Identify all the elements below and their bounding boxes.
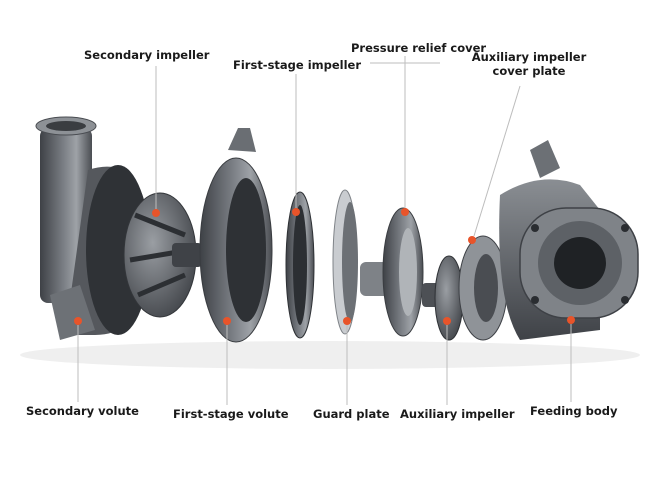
label-pressure-relief-cover: Pressure relief cover [351,41,487,55]
marker-first-stage-volute [223,317,231,325]
marker-secondary-impeller [152,209,160,217]
label-first-stage-impeller: First-stage impeller [233,58,362,72]
auxiliary-impeller-part [422,255,464,341]
marker-guard-plate [343,317,351,325]
guard-plate-part [332,189,358,335]
label-first-stage-volute: First-stage volute [173,407,289,421]
label-secondary-impeller: Secondary impeller [84,48,210,62]
auxiliary-impeller-cover-plate-part [458,235,508,341]
first-stage-volute-part [199,128,273,343]
label-guard-plate: Guard plate [313,407,390,421]
label-auxiliary-impeller-cover-plate-line2: cover plate [492,64,566,78]
marker-auxiliary-impeller-cover-plate [468,236,476,244]
marker-secondary-volute [74,317,82,325]
marker-pressure-relief-cover [401,208,409,216]
label-secondary-volute: Secondary volute [26,404,139,418]
label-auxiliary-impeller-cover-plate-line1: Auxiliary impeller [471,50,587,64]
secondary-impeller-part [123,192,202,318]
leader-lines [77,56,572,405]
label-auxiliary-impeller-cover-plate: Auxiliary impeller cover plate [470,50,588,78]
feeding-body-part [499,140,639,340]
leader-auxiliary-impeller-cover-plate [473,85,521,237]
pressure-relief-cover-part [360,207,424,337]
label-feeding-body: Feeding body [530,404,618,418]
marker-feeding-body [567,316,575,324]
first-stage-impeller-part [285,191,315,339]
floor-shadow [20,341,640,369]
label-auxiliary-impeller: Auxiliary impeller [400,407,515,421]
marker-auxiliary-impeller [443,317,451,325]
marker-first-stage-impeller [292,208,300,216]
